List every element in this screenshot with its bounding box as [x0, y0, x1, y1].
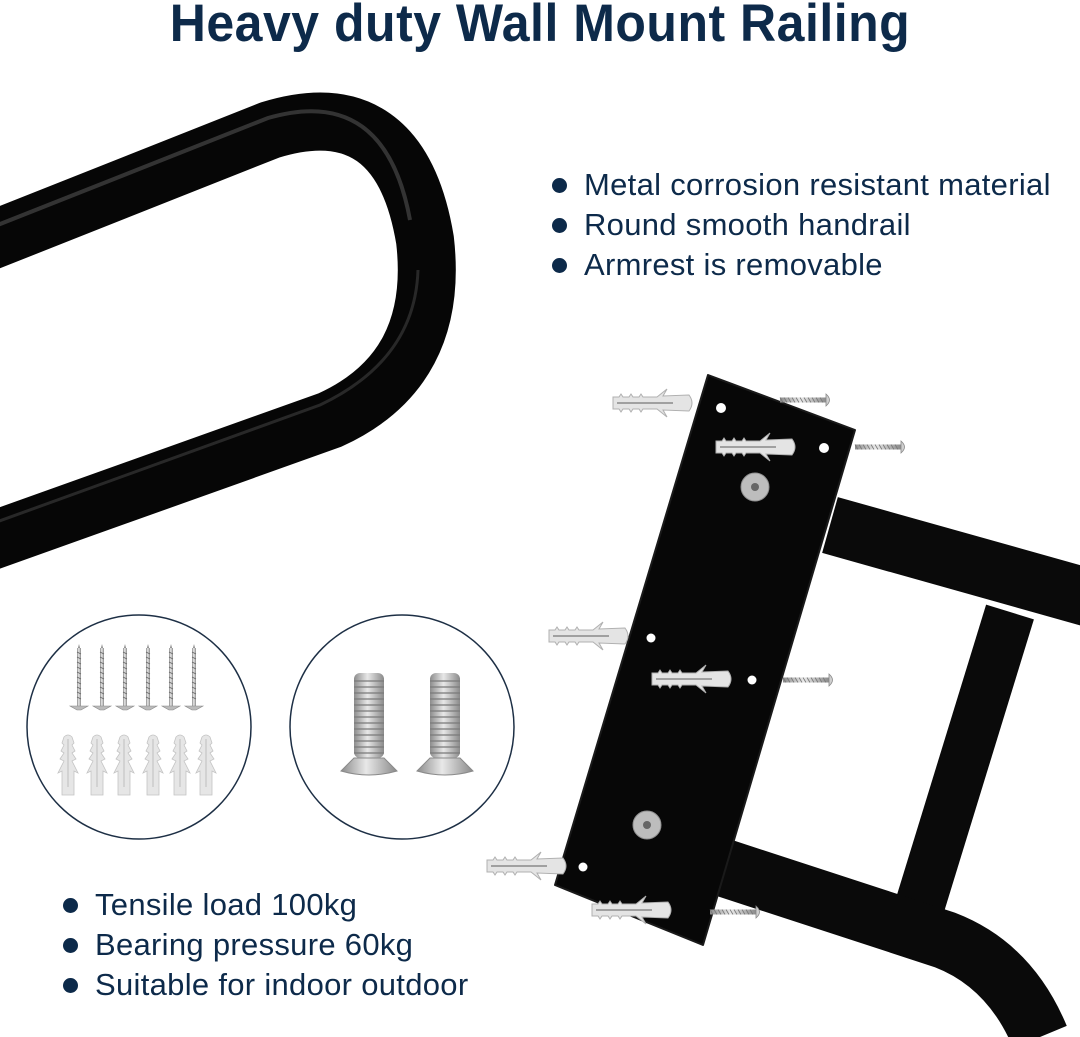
accessory-circle-screws-anchors: [26, 614, 252, 840]
feature-item: Metal corrosion resistant material: [552, 165, 1052, 205]
feature-item: Bearing pressure 60kg: [63, 925, 583, 965]
bullet-icon: [552, 178, 567, 193]
feature-item: Tensile load 100kg: [63, 885, 583, 925]
handrail-loop-closeup: [0, 92, 456, 569]
feature-item: Suitable for indoor outdoor: [63, 965, 583, 1005]
feature-item: Armrest is removable: [552, 245, 1052, 285]
railing-frame: [690, 497, 1080, 1037]
bullet-icon: [63, 978, 78, 993]
bullet-icon: [63, 938, 78, 953]
feature-list-top: Metal corrosion resistant material Round…: [552, 165, 1052, 285]
feature-list-bottom: Tensile load 100kg Bearing pressure 60kg…: [63, 885, 583, 1005]
feature-item: Round smooth handrail: [552, 205, 1052, 245]
accessory-circle-bolts: [289, 614, 515, 840]
page-title: Heavy duty Wall Mount Railing: [169, 0, 911, 53]
bullet-icon: [552, 258, 567, 273]
wall-mount-plate: [554, 374, 856, 946]
bullet-icon: [552, 218, 567, 233]
bullet-icon: [63, 898, 78, 913]
